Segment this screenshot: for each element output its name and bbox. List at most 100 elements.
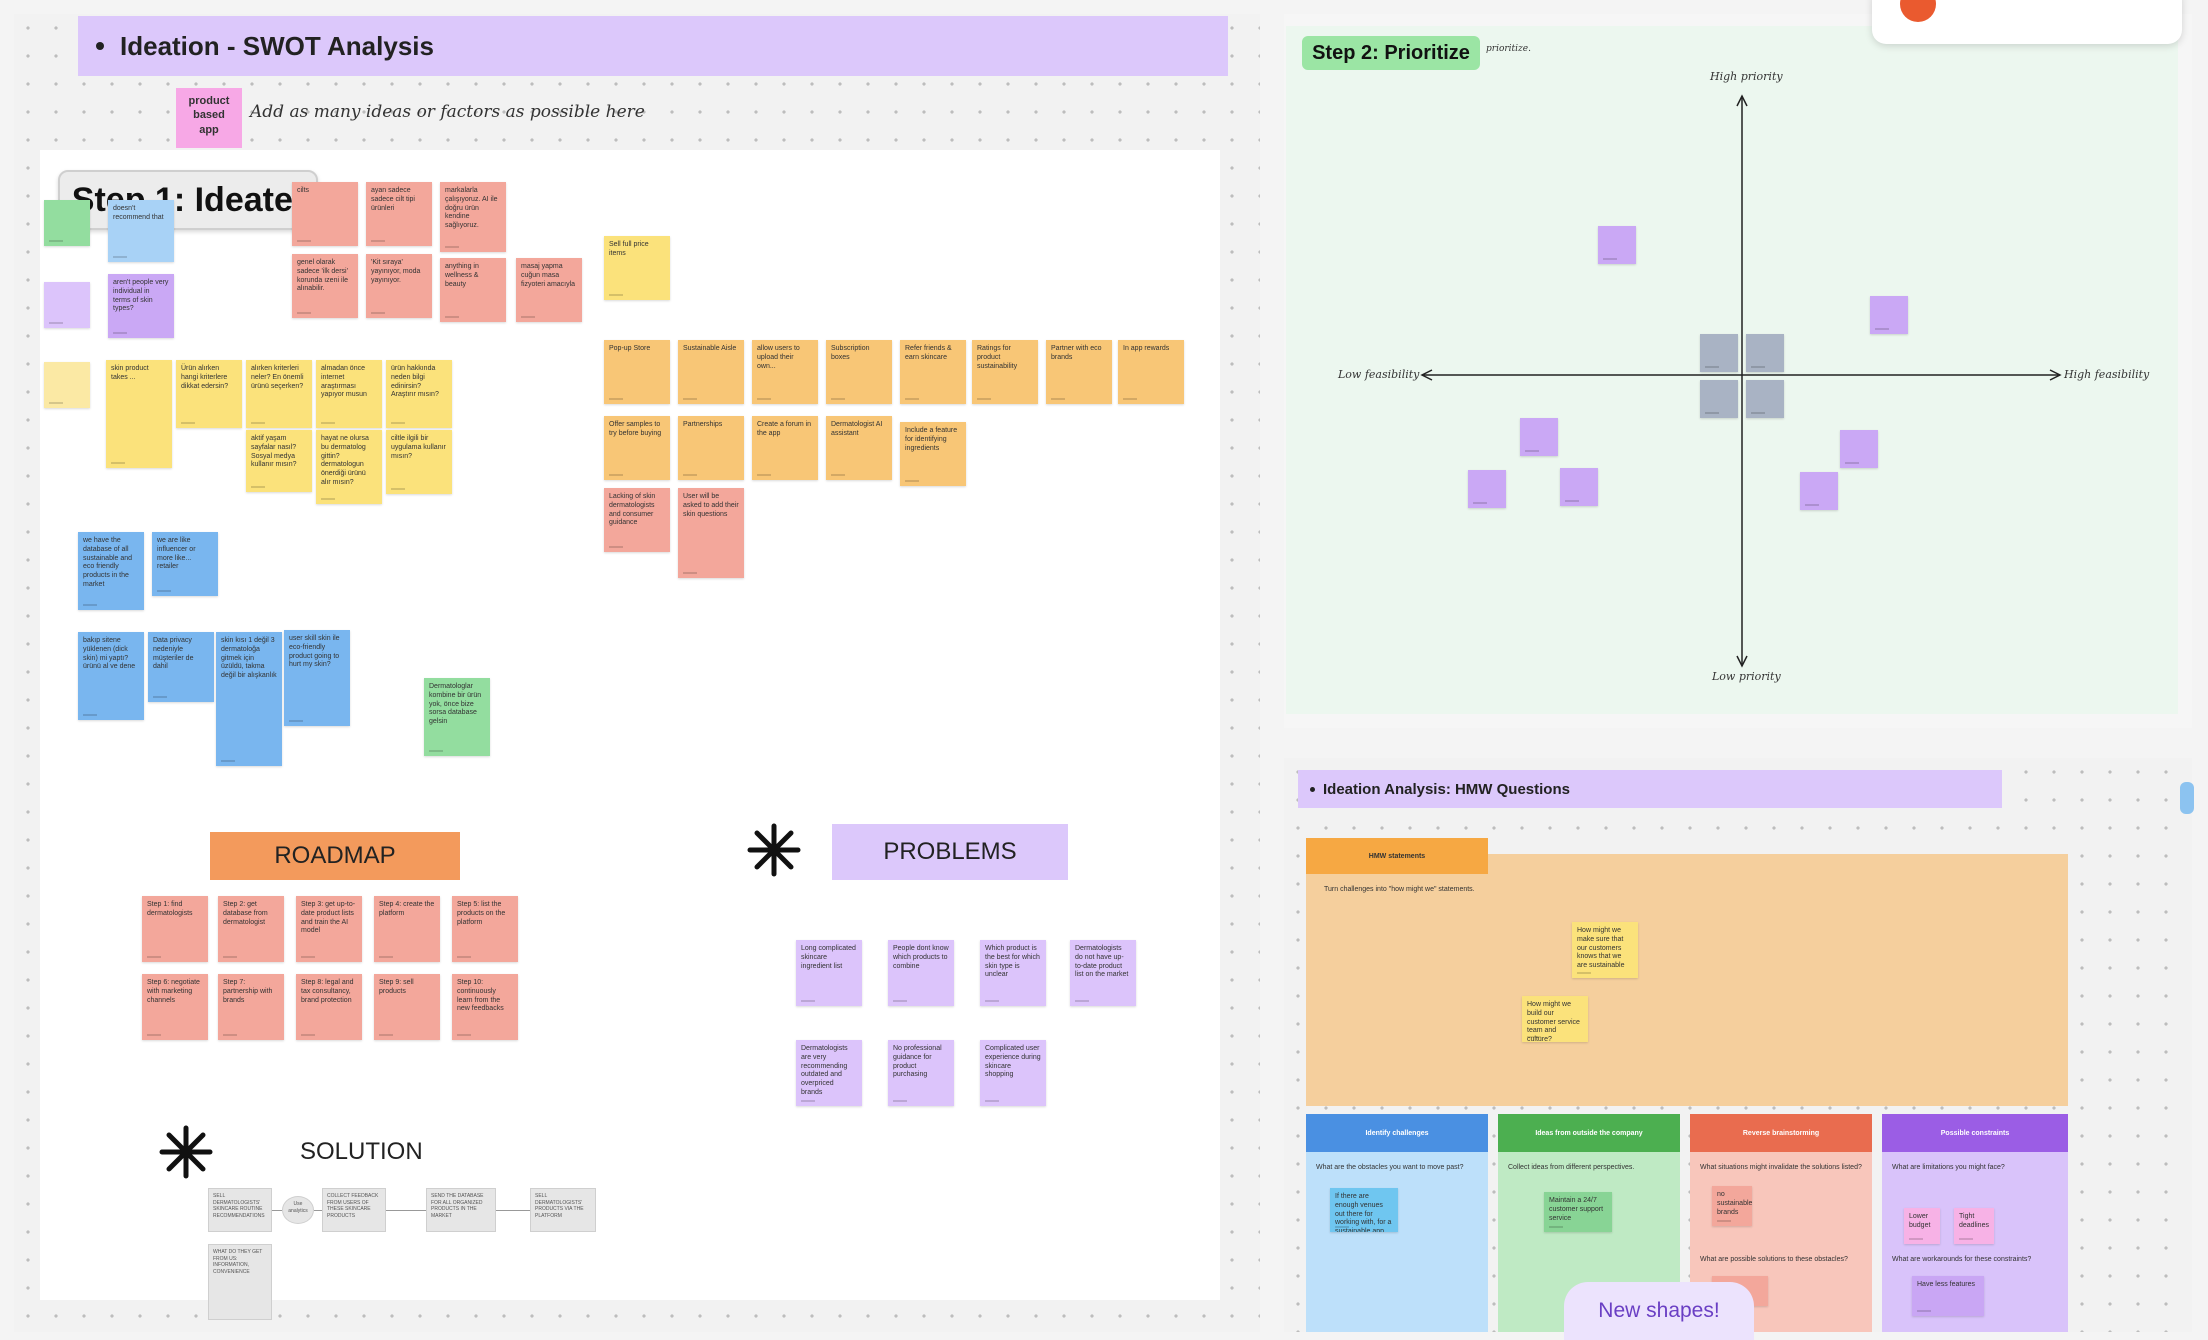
sticky-note[interactable]: In app rewards xyxy=(1118,340,1184,404)
hmw-column-header[interactable]: Reverse brainstorming xyxy=(1690,1114,1872,1152)
priority-sticky[interactable] xyxy=(1746,334,1784,372)
sticky-note[interactable]: Offer samples to try before buying xyxy=(604,416,670,480)
priority-sticky[interactable] xyxy=(1468,470,1506,508)
priority-sticky[interactable] xyxy=(1746,380,1784,418)
problem-sticky[interactable]: Complicated user experience during skinc… xyxy=(980,1040,1046,1106)
sticky-note[interactable]: Refer friends & earn skincare xyxy=(900,340,966,404)
problem-sticky[interactable]: Dermatologists are very recommending out… xyxy=(796,1040,862,1106)
hmw-column-note[interactable]: Tight deadlines xyxy=(1954,1208,1994,1244)
sticky-note[interactable]: allow users to upload their own... xyxy=(752,340,818,404)
hmw-sticky[interactable]: How might we build our customer service … xyxy=(1522,996,1588,1042)
priority-sticky[interactable] xyxy=(1560,468,1598,506)
sticky-note[interactable]: Dermatologlar kombine bir ürün yok, önce… xyxy=(424,678,490,756)
roadmap-label[interactable]: ROADMAP xyxy=(210,832,460,880)
sticky-note[interactable]: doesn't recommend that xyxy=(108,200,174,262)
new-shapes-badge[interactable]: New shapes! xyxy=(1564,1282,1754,1340)
priority-sticky[interactable] xyxy=(1700,380,1738,418)
solution-step[interactable]: SELL DERMATOLOGISTS' SKINCARE ROUTINE RE… xyxy=(208,1188,272,1232)
hmw-sticky[interactable]: How might we make sure that our customer… xyxy=(1572,922,1638,978)
sticky-note[interactable]: Sell full price items xyxy=(604,236,670,300)
sticky-purple-small[interactable] xyxy=(44,282,90,328)
sticky-note[interactable]: anything in wellness & beauty xyxy=(440,258,506,322)
sticky-note[interactable]: Ratings for product sustainability xyxy=(972,340,1038,404)
sticky-note[interactable]: ürün hakkında neden bilgi edinirsin? Ara… xyxy=(386,360,452,428)
sticky-note[interactable]: cilts xyxy=(292,182,358,246)
solution-step[interactable]: WHAT DO THEY GET FROM US: INFORMATION, C… xyxy=(208,1244,272,1320)
scroll-handle[interactable] xyxy=(2180,782,2194,814)
roadmap-step[interactable]: Step 7: partnership with brands xyxy=(218,974,284,1040)
solution-step[interactable]: SELL DERMATOLOGISTS' PRODUCTS VIA THE PL… xyxy=(530,1188,596,1232)
sticky-note[interactable]: Partnerships xyxy=(678,416,744,480)
sticky-note[interactable]: Create a forum in the app xyxy=(752,416,818,480)
roadmap-step[interactable]: Step 4: create the platform xyxy=(374,896,440,962)
priority-sticky[interactable] xyxy=(1800,472,1838,510)
hmw-column-header[interactable]: Identify challenges xyxy=(1306,1114,1488,1152)
hmw-column-note[interactable]: Lower budget xyxy=(1904,1208,1940,1244)
sticky-note[interactable]: almadan önce internet araştırması yapıyo… xyxy=(316,360,382,428)
step2-label[interactable]: Step 2: Prioritize xyxy=(1302,36,1480,70)
sticky-note[interactable]: Dermatologist AI assistant xyxy=(826,416,892,480)
sticky-note[interactable]: we are like influencer or more like... r… xyxy=(152,532,218,596)
roadmap-step[interactable]: Step 5: list the products on the platfor… xyxy=(452,896,518,962)
hmw-statements-tab[interactable]: HMW statements xyxy=(1306,838,1488,874)
priority-sticky[interactable] xyxy=(1700,334,1738,372)
sticky-yellow-small[interactable] xyxy=(44,362,90,408)
user-popup[interactable] xyxy=(1872,0,2182,44)
sticky-note[interactable]: Data privacy nedeniyle müşteriler de dah… xyxy=(148,632,214,702)
roadmap-step[interactable]: Step 2: get database from dermatologist xyxy=(218,896,284,962)
step1-label[interactable]: Step 1: Ideate! xyxy=(58,170,318,230)
solution-step[interactable]: SEND THE DATABASE FOR ALL ORGANIZED PROD… xyxy=(426,1188,496,1232)
hmw-column-note[interactable]: Have less features xyxy=(1912,1276,1984,1316)
sticky-note[interactable]: aktif yaşam sayfalar nasıl? Sosyal medya… xyxy=(246,430,312,492)
hmw-column-note[interactable]: Maintain a 24/7 customer support service xyxy=(1544,1192,1612,1232)
sticky-note[interactable]: genel olarak sadece 'ilk dersi' korunda … xyxy=(292,254,358,318)
hmw-column-note[interactable]: If there are enough venues out there for… xyxy=(1330,1188,1398,1232)
problem-sticky[interactable]: No professional guidance for product pur… xyxy=(888,1040,954,1106)
swot-header[interactable]: Ideation - SWOT Analysis xyxy=(78,16,1228,76)
sticky-note[interactable]: skin kısı 1 değil 3 dermatoloğa gitmek i… xyxy=(216,632,282,766)
sticky-note[interactable]: hayat ne olursa bu dermatolog gittin? de… xyxy=(316,430,382,504)
problem-sticky[interactable]: Which product is the best for which skin… xyxy=(980,940,1046,1006)
roadmap-step[interactable]: Step 8: legal and tax consultancy, brand… xyxy=(296,974,362,1040)
problem-sticky[interactable]: People dont know which products to combi… xyxy=(888,940,954,1006)
sticky-note[interactable]: Lacking of skin dermatologists and consu… xyxy=(604,488,670,552)
sticky-note[interactable]: bakıp sitene yüklenen (dick skin) mi yap… xyxy=(78,632,144,720)
sticky-note[interactable]: User will be asked to add their skin que… xyxy=(678,488,744,578)
priority-sticky[interactable] xyxy=(1520,418,1558,456)
sticky-note[interactable]: aren't people very individual in terms o… xyxy=(108,274,174,338)
avatar[interactable] xyxy=(1900,0,1936,22)
sticky-note[interactable]: Subscription boxes xyxy=(826,340,892,404)
sticky-note[interactable]: markalarla çalışıyoruz. AI ile doğru ürü… xyxy=(440,182,506,252)
sticky-note[interactable]: ayan sadece sadece cilt tipi ürünleri xyxy=(366,182,432,246)
sticky-note[interactable]: skin product takes ... xyxy=(106,360,172,468)
roadmap-step[interactable]: Step 1: find dermatologists xyxy=(142,896,208,962)
sticky-note[interactable]: alırken kriterleri neler? En önemli ürün… xyxy=(246,360,312,428)
hmw-column-header[interactable]: Possible constraints xyxy=(1882,1114,2068,1152)
priority-sticky[interactable] xyxy=(1598,226,1636,264)
sticky-note[interactable]: Pop-up Store xyxy=(604,340,670,404)
roadmap-step[interactable]: Step 6: negotiate with marketing channel… xyxy=(142,974,208,1040)
solution-step[interactable]: Use analytics xyxy=(282,1196,314,1224)
sticky-note[interactable]: ciltle ilgili bir uygulama kullanır mısı… xyxy=(386,430,452,494)
sticky-green-small[interactable] xyxy=(44,200,90,246)
problems-label[interactable]: PROBLEMS xyxy=(832,824,1068,880)
sticky-note[interactable]: user skill skin ile eco-friendly product… xyxy=(284,630,350,726)
sticky-note[interactable]: we have the database of all sustainable … xyxy=(78,532,144,610)
product-sticky[interactable]: product based app xyxy=(176,88,242,148)
roadmap-step[interactable]: Step 9: sell products xyxy=(374,974,440,1040)
sticky-note[interactable]: Include a feature for identifying ingred… xyxy=(900,422,966,486)
sticky-note[interactable]: Partner with eco brands xyxy=(1046,340,1112,404)
problem-sticky[interactable]: Dermatologists do not have up-to-date pr… xyxy=(1070,940,1136,1006)
sticky-note[interactable]: Sustainable Aisle xyxy=(678,340,744,404)
sticky-note[interactable]: 'Kit sıraya' yayınıyor, moda yayınıyor. xyxy=(366,254,432,318)
roadmap-step[interactable]: Step 10: continuously learn from the new… xyxy=(452,974,518,1040)
priority-sticky[interactable] xyxy=(1870,296,1908,334)
problem-sticky[interactable]: Long complicated skincare ingredient lis… xyxy=(796,940,862,1006)
hmw-header[interactable]: Ideation Analysis: HMW Questions xyxy=(1298,770,2002,808)
priority-sticky[interactable] xyxy=(1840,430,1878,468)
hmw-column-header[interactable]: Ideas from outside the company xyxy=(1498,1114,1680,1152)
solution-step[interactable]: COLLECT FEEDBACK FROM USERS OF THESE SKI… xyxy=(322,1188,386,1232)
sticky-note[interactable]: Ürün alırken hangi kriterlere dikkat ede… xyxy=(176,360,242,428)
roadmap-step[interactable]: Step 3: get up-to-date product lists and… xyxy=(296,896,362,962)
